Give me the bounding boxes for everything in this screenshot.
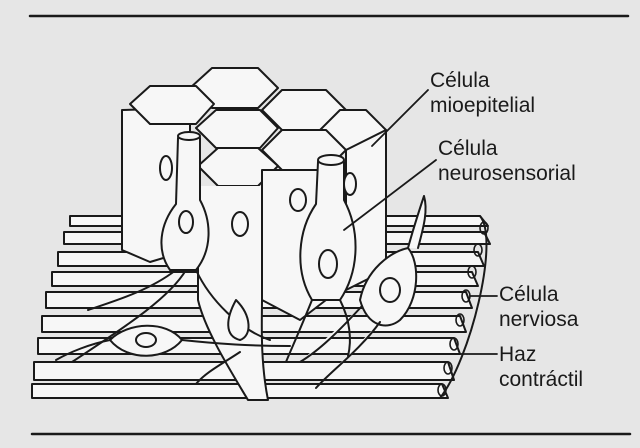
leader-lines [343,89,498,355]
neurosensory-cell-body [197,185,269,401]
nerve-fibers [55,269,351,385]
label-nerviosa-line1: Célula [499,283,559,306]
label-nerviosa-line2: nerviosa [499,308,579,331]
bundle-end-nuclei [437,221,489,397]
leader-mioepitelial [371,89,429,147]
label-neurosensorial-line1: Célula [438,137,498,160]
neurosensory-cell [231,154,357,301]
leader-neurosensorial [343,159,437,231]
label-celula-neurosensorial: Célula neurosensorial [438,136,576,186]
label-celula-mioepitelial: Célula mioepitelial [430,68,535,118]
label-neurosensorial-line2: neurosensorial [438,162,576,185]
label-mioepitelial-line2: mioepitelial [430,94,536,117]
label-haz-contractil: Haz contráctil [499,342,583,392]
label-mioepitelial-line1: Célula [430,69,490,92]
lower-nerve-cell [109,324,183,357]
label-haz-line2: contráctil [499,368,584,391]
nerve-cell [299,195,427,389]
myoepithelial-cell [159,131,210,271]
label-celula-nerviosa: Célula nerviosa [499,282,578,332]
bundle-end [439,215,488,399]
label-haz-line1: Haz [499,343,537,366]
